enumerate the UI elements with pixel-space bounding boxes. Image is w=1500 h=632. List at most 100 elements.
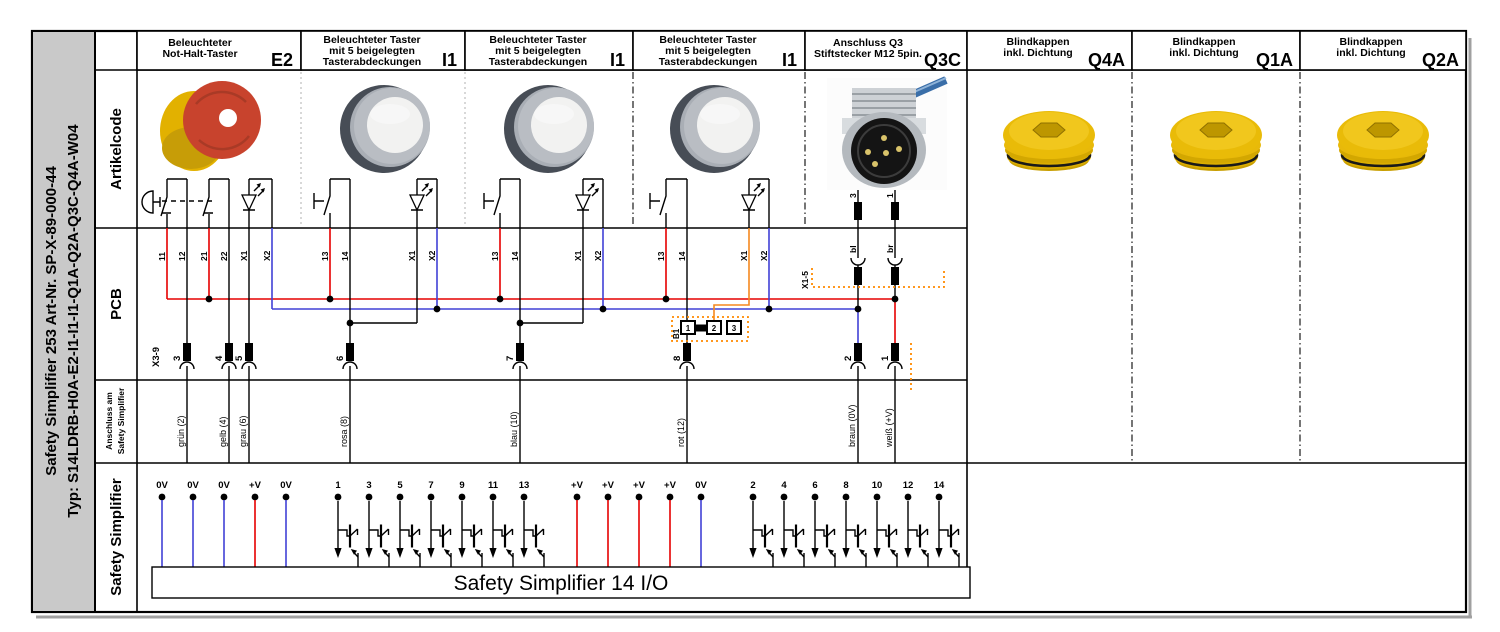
header-title: mit 5 beigelegten [665,45,751,57]
wire-label: X2 [759,250,769,261]
header-code: E2 [271,50,293,70]
anschluss-row: grün (2) gelb (4) grau (6) rosa (8) blau… [176,366,896,463]
row-label-artikelcode: Artikelcode [108,108,125,190]
pin-label: 3 [848,193,858,198]
io-terminals-odd: 1 3 5 7 9 11 13 [333,480,546,569]
header-title: inkl. Dichtung [1336,47,1405,59]
wire-label: 21 [199,251,209,261]
header-title: Blindkappen [1006,36,1069,48]
terminal-label: +V [571,480,584,491]
power-terminals-right: +V +V +V +V 0V [571,480,707,567]
header-title: Stiftstecker M12 5pin. [814,48,922,60]
terminal-label: 0V [280,480,292,491]
estop-button-photo [160,81,261,171]
terminal-number: 7 [505,356,516,361]
safety-simplifier-box [151,566,971,599]
header-title: Tasterabdeckungen [659,56,757,68]
header-code: Q3C [924,50,961,70]
sidebar-title-line1: Safety Simplifier 253 Art-Nr. SP-X-89-00… [43,166,60,476]
wire-label: 11 [157,252,167,261]
wire-label: X1 [739,250,749,261]
wire-label: X1 [239,250,249,261]
cable-color-label: grau (6) [238,415,248,447]
cable-color-label: grün (2) [176,415,186,447]
header-code: Q1A [1256,50,1293,70]
header-q2a: Blindkappen inkl. Dichtung Q2A [1299,30,1467,71]
junction-dots [205,295,899,327]
cable-color-label: blau (10) [509,411,519,447]
x1-5-label: X1-5 [800,271,810,289]
blind-cap-photo [1001,109,1097,173]
wire-label: 14 [677,251,687,261]
cable-color-label: rot (12) [676,418,686,447]
header-title: Not-Halt-Taster [162,48,237,60]
terminal-number: 2 [843,356,854,361]
header-code: Q2A [1422,50,1459,70]
terminal-label: 8 [843,480,848,491]
header-title: inkl. Dichtung [1003,47,1072,59]
x1-5-connector-marker [811,268,945,288]
wire-label: 14 [340,251,350,261]
header-title: mit 5 beigelegten [329,45,415,57]
row-label-anschluss-2: Safety Simplifier [116,387,126,454]
terminal-label: 4 [781,480,787,491]
header-code: Q4A [1088,50,1125,70]
jumper-bridge [695,324,707,332]
safety-simplifier-box-label: Safety Simplifier 14 I/O [454,572,669,595]
terminal-label: 0V [156,480,168,491]
terminal-number: 4 [214,355,225,361]
wire-label: 13 [490,251,500,261]
estop-symbol [141,178,230,228]
artikelcode-photos [160,76,1431,190]
wire-label: X2 [262,250,272,261]
wire-label: 13 [320,251,330,261]
header-title: Blindkappen [1339,36,1402,48]
terminal-label: 9 [459,480,464,491]
wire-label: 14 [510,251,520,261]
core-label: br [885,244,895,253]
jumper-pos-1: 1 [686,324,691,333]
terminal-label: 5 [397,480,403,491]
pushbutton-symbol-i1a [313,178,438,228]
terminal-label: 6 [812,480,817,491]
header-row: Beleuchteter Not-Halt-Taster E2 Beleucht… [136,30,1467,71]
core-label: bl [848,245,858,253]
jumper-label: B1 [672,328,681,339]
wire-label: 13 [656,251,666,261]
header-title: inkl. Dichtung [1169,47,1238,59]
header-title: Blindkappen [1172,36,1235,48]
terminal-label: 0V [695,480,707,491]
blind-cap-photo [1335,109,1431,173]
header-q4a: Blindkappen inkl. Dichtung Q4A [966,30,1133,71]
terminal-label: 14 [934,480,945,491]
terminal-number: 5 [234,355,245,361]
header-code: I1 [610,50,625,70]
terminal-number: 3 [172,356,183,361]
jumper-b1: B1 1 2 3 [671,316,749,342]
header-title: Beleuchteter Taster [489,34,586,46]
terminal-number: 8 [672,356,683,361]
cable-color-label: braun (0V) [847,404,857,447]
header-title: Beleuchteter [168,37,232,49]
x3-9-label: X3-9 [151,347,162,367]
power-terminals-left: 0V 0V 0V +V 0V [156,480,292,567]
wire-label: 12 [177,251,187,261]
header-q3c: Anschluss Q3 Stiftstecker M12 5pin. Q3C [804,30,968,71]
jumper-pos-2: 2 [712,324,717,333]
safety-simplifier-row: 0V 0V 0V +V 0V 1 3 5 7 9 11 13 [151,480,971,599]
pushbutton-symbol-i1b [483,178,604,228]
header-i1c: Beleuchteter Taster mit 5 beigelegten Ta… [632,30,806,71]
sidebar-title-line2: Typ: S14LDRB-H0A-E2-I1-I1-I1-Q1A-Q2A-Q3C… [65,124,82,518]
component-symbols [141,178,770,228]
header-i1a: Beleuchteter Taster mit 5 beigelegten Ta… [300,30,466,71]
cable-color-label: weiß (+V) [884,408,894,448]
terminal-label: 11 [488,480,499,491]
pushbutton-symbol-i1c [649,178,770,228]
header-q1a: Blindkappen inkl. Dichtung Q1A [1131,30,1301,71]
sidebar-bar [31,30,96,613]
terminal-label: +V [664,480,677,491]
header-i1b: Beleuchteter Taster mit 5 beigelegten Ta… [464,30,634,71]
header-code: I1 [442,50,457,70]
terminal-label: +V [249,480,262,491]
